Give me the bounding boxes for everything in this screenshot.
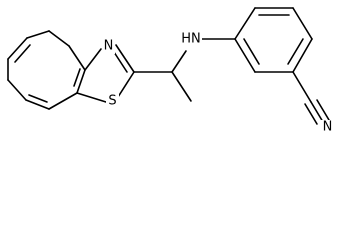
atom-label-nitrile-n: N — [321, 120, 334, 135]
svg-text:S: S — [108, 94, 116, 109]
atom-label-thiazole-n: N — [102, 39, 115, 54]
ethyl-linker — [133, 38, 236, 102]
svg-text:N: N — [323, 120, 333, 135]
svg-text:HN: HN — [181, 32, 201, 47]
nitrile-group — [292, 71, 330, 125]
svg-text:N: N — [104, 39, 114, 54]
chemical-structure: N S HN N — [7, 7, 334, 135]
benzo-ring — [7, 30, 86, 110]
atom-label-thiazole-s: S — [106, 94, 119, 109]
phenyl-ring — [234, 7, 313, 73]
atom-label-amine: HN — [180, 32, 202, 47]
